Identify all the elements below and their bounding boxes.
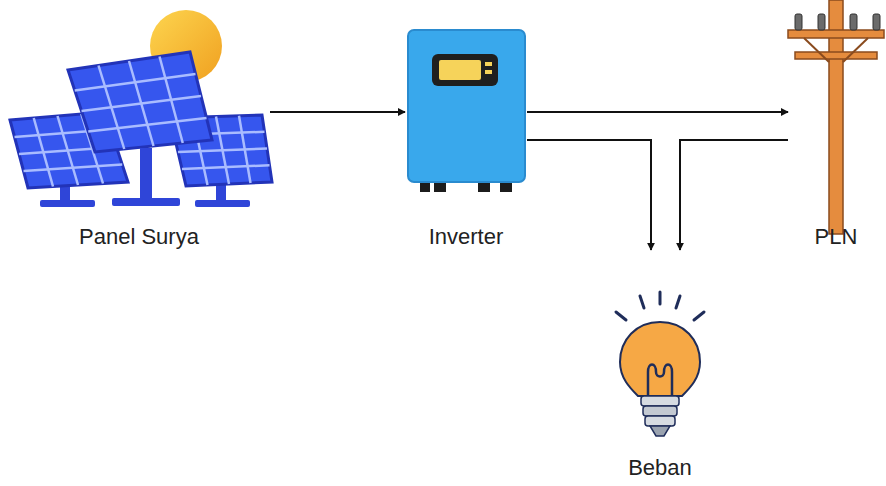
- solar-panel: [68, 52, 212, 152]
- panel-grid: [178, 149, 267, 153]
- inverter-node: Inverter: [405, 25, 527, 253]
- inverter-illustration: [405, 25, 527, 253]
- pln-pole-node: PLN: [788, 0, 884, 252]
- node-label: Inverter: [405, 224, 527, 250]
- panel-grid: [182, 165, 270, 169]
- panel-grid: [160, 57, 183, 144]
- node-label: Beban: [600, 455, 720, 481]
- node-label: Panel Surya: [8, 224, 270, 250]
- flow-arrow: [270, 111, 405, 113]
- solar-panel-node: Panel Surya: [8, 8, 270, 258]
- panel-grid: [24, 165, 123, 172]
- load-node: Beban: [600, 250, 720, 484]
- light-bulb-illustration: [600, 250, 720, 484]
- flow-arrow: [527, 111, 788, 113]
- panel-grid: [82, 96, 202, 111]
- flow-arrow: [527, 140, 651, 250]
- node-label: PLN: [788, 224, 884, 250]
- panel-grid: [239, 116, 251, 183]
- panel-grid: [88, 118, 206, 132]
- solar-panel-illustration: [8, 8, 270, 258]
- flow-arrow: [680, 140, 788, 250]
- power-pole-illustration: [788, 0, 884, 252]
